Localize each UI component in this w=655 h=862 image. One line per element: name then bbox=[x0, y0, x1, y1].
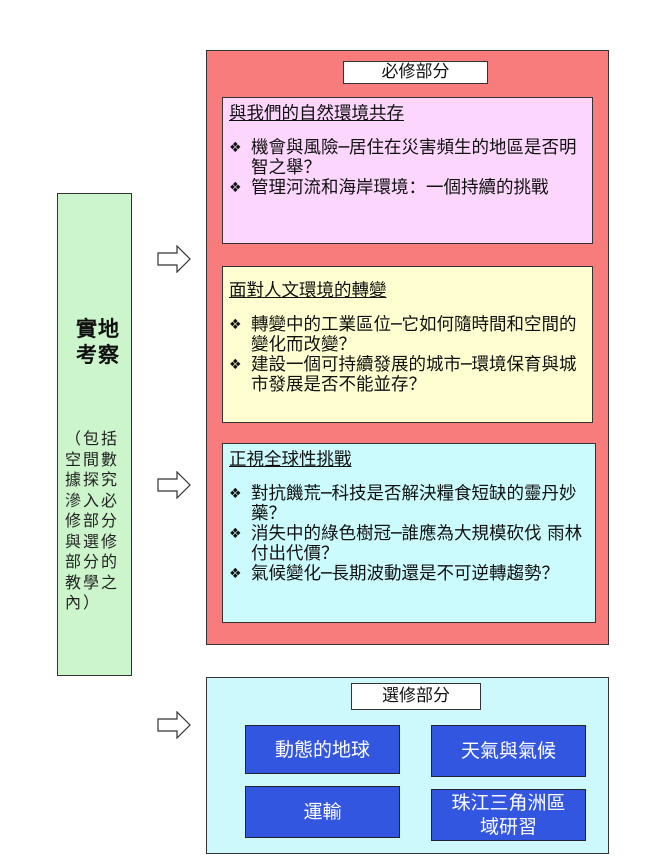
topic-item-text: 機會與風險─居住在災害頻生的地區是否明智之舉？ bbox=[251, 138, 577, 178]
diamond-bullet-icon: ❖ bbox=[229, 526, 242, 542]
topic-box: 面對人文環境的轉變 ❖ 轉變中的工業區位─它如何隨時間和空間的變化而改變？ ❖ 建設… bbox=[222, 266, 593, 423]
diamond-bullet-icon: ❖ bbox=[229, 180, 242, 196]
topic-item-text: 建設一個可持續發展的城市─環境保育與城市發展是否不能並存？ bbox=[251, 355, 577, 395]
module-transport: 運輸 bbox=[245, 786, 400, 838]
topic-item: ❖ 建設一個可持續發展的城市─環境保育與城市發展是否不能並存？ bbox=[229, 355, 584, 395]
diamond-bullet-icon: ❖ bbox=[229, 486, 242, 502]
topic-box: 正視全球性挑戰 ❖ 對抗饑荒─科技是否解決糧食短缺的靈丹妙藥？ ❖ 消失中的綠色樹冠… bbox=[222, 443, 596, 623]
field-study-note: （包括空間數據探究滲入必修部分與選修部分的教學之內） bbox=[65, 429, 120, 612]
topic-item: ❖ 對抗饑荒─科技是否解決糧食短缺的靈丹妙藥？ bbox=[229, 484, 587, 524]
topic-item-text: 對抗饑荒─科技是否解決糧食短缺的靈丹妙藥？ bbox=[251, 484, 577, 524]
topic-item: ❖ 轉變中的工業區位─它如何隨時間和空間的變化而改變？ bbox=[229, 315, 584, 355]
topic-heading: 與我們的自然環境共存 bbox=[229, 104, 404, 124]
right-arrow-icon bbox=[157, 711, 191, 739]
topic-heading: 面對人文環境的轉變 bbox=[229, 281, 387, 301]
topic-item: ❖ 消失中的綠色樹冠─誰應為大規模砍伐 雨林付出代價？ bbox=[229, 524, 587, 564]
topic-item-text: 轉變中的工業區位─它如何隨時間和空間的變化而改變？ bbox=[251, 315, 577, 355]
diamond-bullet-icon: ❖ bbox=[229, 357, 242, 373]
topic-item-text: 消失中的綠色樹冠─誰應為大規模砍伐 雨林付出代價？ bbox=[251, 524, 583, 564]
topic-item: ❖ 管理河流和海岸環境：一個持續的挑戰 bbox=[229, 178, 584, 198]
right-arrow-icon bbox=[157, 471, 191, 499]
compulsory-label: 必修部分 bbox=[343, 61, 488, 84]
diamond-bullet-icon: ❖ bbox=[229, 317, 242, 333]
elective-label: 選修部分 bbox=[351, 683, 481, 710]
diamond-bullet-icon: ❖ bbox=[229, 566, 242, 582]
field-study-panel: 實地考察 （包括空間數據探究滲入必修部分與選修部分的教學之內） bbox=[57, 193, 132, 676]
diamond-bullet-icon: ❖ bbox=[229, 140, 242, 156]
module-weather-climate: 天氣與氣候 bbox=[431, 725, 586, 777]
topic-item: ❖ 氣候變化─長期波動還是不可逆轉趨勢？ bbox=[229, 564, 587, 584]
topic-item-text: 氣候變化─長期波動還是不可逆轉趨勢？ bbox=[251, 564, 560, 584]
topic-heading: 正視全球性挑戰 bbox=[229, 450, 352, 470]
module-prd-study: 珠江三角洲區域研習 bbox=[431, 789, 586, 841]
right-arrow-icon bbox=[157, 245, 191, 273]
topic-item-text: 管理河流和海岸環境：一個持續的挑戰 bbox=[251, 178, 549, 198]
topic-box: 與我們的自然環境共存 ❖ 機會與風險─居住在災害頻生的地區是否明智之舉？ ❖ 管理河… bbox=[222, 97, 593, 244]
module-dynamic-earth: 動態的地球 bbox=[245, 725, 400, 774]
topic-item: ❖ 機會與風險─居住在災害頻生的地區是否明智之舉？ bbox=[229, 138, 584, 178]
field-study-title: 實地考察 bbox=[76, 317, 120, 367]
